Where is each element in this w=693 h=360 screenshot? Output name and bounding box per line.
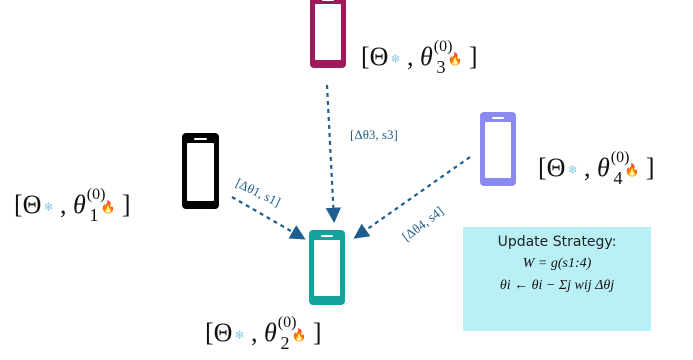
snowflake-icon: ❄ (390, 52, 401, 66)
edge-label-d3: [Δθ3, s3] (350, 127, 398, 142)
flame-icon: 🔥 (291, 328, 307, 342)
device-1-label: [Θ❄ , θ(0)1🔥 ] (14, 186, 131, 225)
update-strategy-title: Update Strategy: (497, 234, 617, 250)
flame-icon: 🔥 (447, 52, 463, 66)
flame-icon: 🔥 (100, 200, 116, 214)
snowflake-icon: ❄ (43, 200, 54, 214)
phone-icon-device-2 (309, 230, 345, 305)
snowflake-icon: ❄ (567, 163, 578, 177)
phone-icon-device-4 (480, 112, 516, 186)
device-2-label: [Θ❄ , θ(0)2🔥 ] (205, 314, 322, 353)
snowflake-icon: ❄ (234, 328, 245, 342)
update-equation: θi ← θi − Σj wij Δθj (499, 278, 615, 293)
arrow-d3-to-d2 (325, 84, 342, 224)
flame-icon: 🔥 (624, 163, 640, 177)
phone-icon-device-3 (310, 0, 346, 68)
device-4-label: [Θ❄ , θ(0)4🔥 ] (538, 149, 655, 188)
weight-equation: W = g(s1:4) (522, 256, 592, 271)
update-strategy-box: Update Strategy: W = g(s1:4) θi ← θi − Σ… (463, 227, 651, 331)
device-3-label: [Θ❄ , θ(0)3🔥 ] (361, 38, 478, 77)
arrow-d1-to-d2 (231, 196, 306, 240)
phone-icon-device-1 (182, 133, 219, 209)
